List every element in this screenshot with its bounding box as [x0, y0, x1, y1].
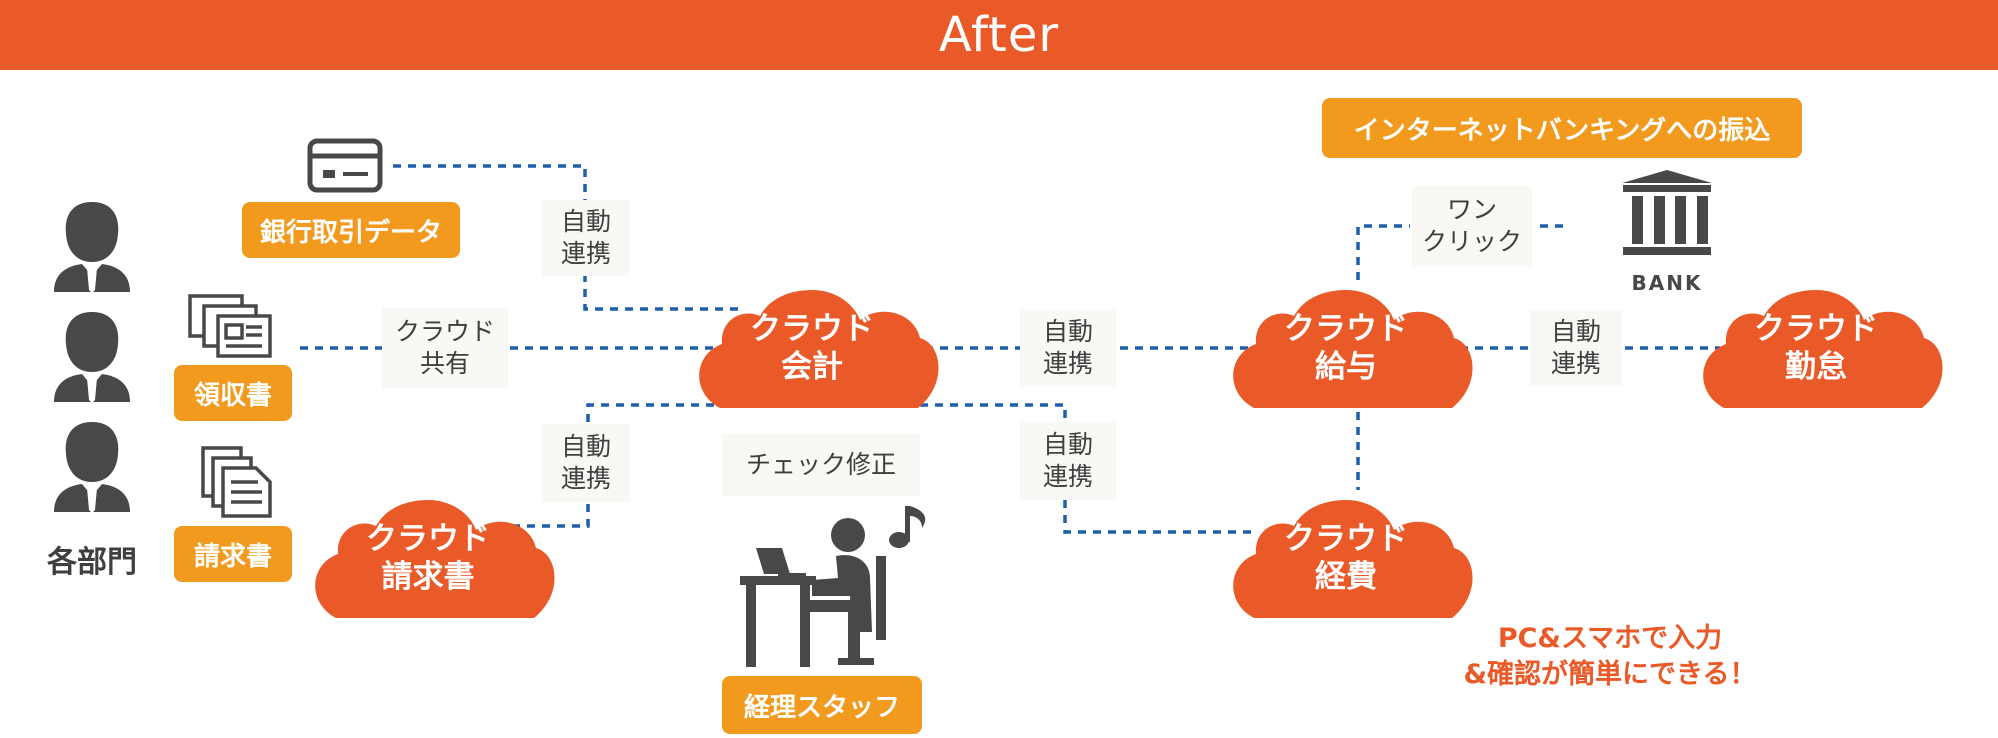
connector-auto-5: 自動 連携: [1530, 310, 1622, 386]
invoice-tag: 請求書: [174, 526, 292, 582]
receipt-label: 領収書: [193, 380, 272, 411]
cloud-attendance-line2: 勤怠: [1785, 349, 1847, 385]
connector-auto-2: 自動 連携: [542, 424, 630, 502]
check-correction-label: チェック修正: [722, 434, 920, 496]
connector-auto-3-line1: 自動: [1042, 317, 1093, 346]
cloud-accounting-line2: 会計: [781, 349, 843, 385]
input-confirm-note-line1: PC&スマホで入力: [1497, 623, 1723, 654]
receipt-stack-icon: [188, 294, 272, 358]
check-correction-text: チェック修正: [745, 450, 896, 479]
receipt-tag: 領収書: [174, 365, 292, 421]
document-stack-icon: [201, 446, 272, 518]
accounting-staff-label: 経理スタッフ: [743, 692, 900, 723]
bank-data-tag: 銀行取引データ: [242, 202, 460, 258]
person-icon: [54, 202, 130, 293]
cloud-expenses-label: クラウド 経費: [1266, 516, 1426, 600]
cloud-accounting-line1: クラウド: [750, 311, 874, 347]
connector-auto-2-line2: 連携: [560, 464, 611, 493]
cloud-expenses-line2: 経費: [1315, 559, 1377, 595]
cloud-invoicing-line1: クラウド: [366, 521, 490, 557]
connector-one-click: ワン クリック: [1412, 186, 1532, 266]
bank-card-icon: [307, 138, 383, 193]
accounting-staff-tag: 経理スタッフ: [722, 676, 922, 734]
connector-one-click-line1: ワン: [1446, 195, 1497, 224]
cloud-payroll-line1: クラウド: [1284, 311, 1408, 347]
line-bank-data-to-accounting: [393, 164, 740, 311]
header-title: After: [938, 7, 1060, 63]
header-banner: After: [0, 0, 1998, 70]
line-payroll-to-bank: [1356, 224, 1410, 280]
connector-auto-4-line2: 連携: [1042, 462, 1093, 491]
cloud-expenses-line1: クラウド: [1284, 521, 1408, 557]
cloud-invoicing-label: クラウド 請求書: [348, 516, 508, 600]
person-icon: [54, 422, 130, 513]
person-icon: [54, 312, 130, 403]
connector-auto-1: 自動 連携: [542, 200, 630, 276]
connector-cloud-share: クラウド 共有: [382, 308, 508, 388]
invoice-label: 請求書: [193, 541, 272, 572]
internet-banking-label: インターネットバンキングへの振込: [1353, 115, 1771, 146]
connector-auto-2-line1: 自動: [560, 432, 611, 461]
connector-auto-4-line1: 自動: [1042, 430, 1093, 459]
connector-auto-1-line2: 連携: [560, 239, 611, 268]
cloud-payroll-label: クラウド 給与: [1266, 306, 1426, 390]
cloud-attendance-label: クラウド 勤怠: [1736, 306, 1896, 390]
cloud-accounting-label: クラウド 会計: [732, 306, 892, 390]
connector-auto-3: 自動 連携: [1020, 310, 1116, 386]
connector-one-click-line2: クリック: [1421, 227, 1522, 256]
staff-worker-icon: [740, 518, 886, 667]
connector-auto-5-line2: 連携: [1550, 349, 1601, 378]
cloud-payroll-line2: 給与: [1315, 349, 1377, 385]
cloud-attendance-line1: クラウド: [1754, 311, 1878, 347]
departments-label: 各部門: [47, 545, 137, 580]
connector-auto-4: 自動 連携: [1020, 422, 1116, 500]
cloud-invoicing-line2: 請求書: [381, 559, 475, 595]
music-note-icon: [889, 506, 926, 548]
connector-cloud-share-line1: クラウド: [394, 317, 495, 346]
input-confirm-note-line2: &確認が簡単にできる！: [1463, 659, 1757, 690]
bank-data-label: 銀行取引データ: [259, 217, 442, 248]
internet-banking-tag: インターネットバンキングへの振込: [1322, 98, 1802, 158]
connector-auto-5-line1: 自動: [1550, 317, 1601, 346]
bank-building-icon: BANK: [1622, 170, 1712, 295]
input-confirm-note: PC&スマホで入力 &確認が簡単にできる！: [1420, 620, 1800, 694]
connector-auto-3-line2: 連携: [1042, 349, 1093, 378]
connector-cloud-share-line2: 共有: [419, 349, 470, 378]
connector-auto-1-line1: 自動: [560, 207, 611, 236]
bank-icon-label: BANK: [1632, 271, 1703, 295]
